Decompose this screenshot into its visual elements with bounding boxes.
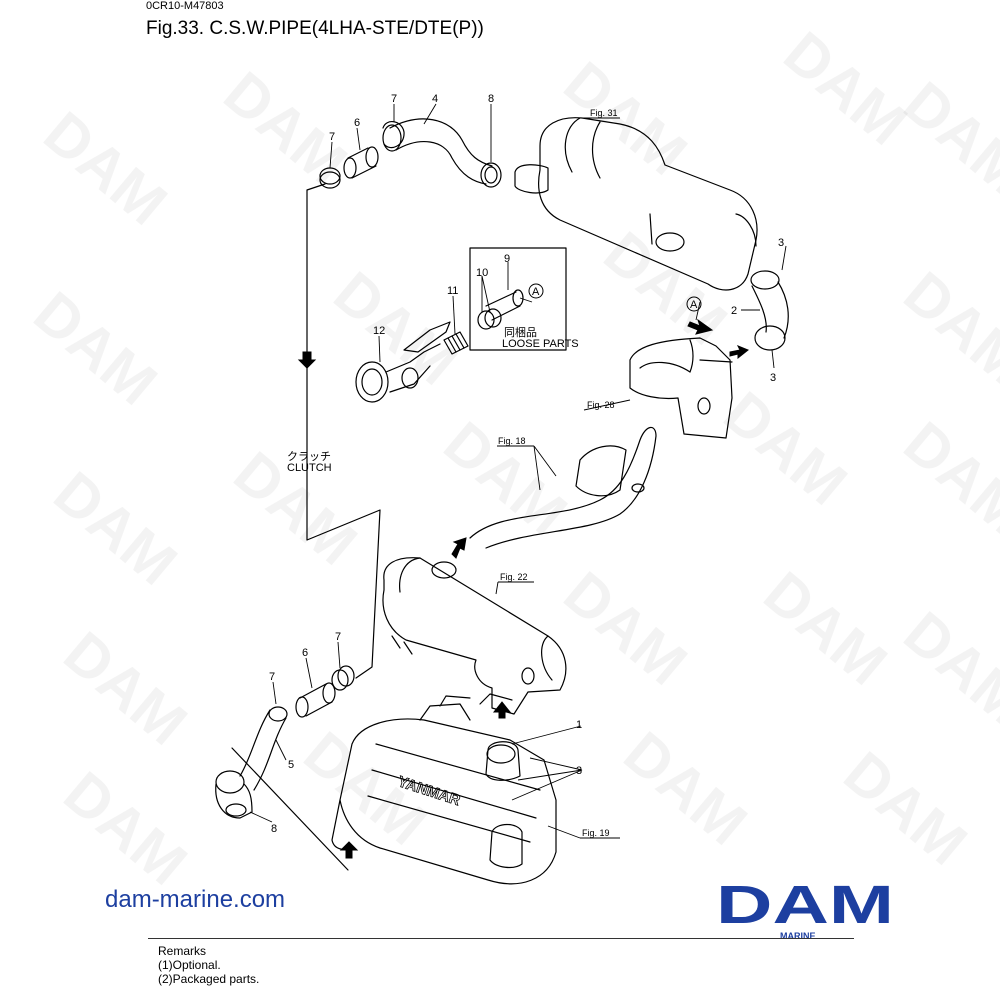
watermark-pattern: DAM DAM DAM DAM DAM DAM DAM DAM DAM DAM … [22,19,1000,898]
elbow-part-2 [750,270,789,351]
watermark: DAM [892,69,1000,208]
clutch-jp-label: クラッチ [287,450,331,463]
watermark: DAM [552,559,700,698]
bottom-routing-line [231,747,349,871]
pipe-6-top [343,146,379,179]
manifold-fig-28 [629,337,733,439]
part-number-1: 1 [576,719,582,731]
flow-arrow [729,345,749,360]
top-hose-part-4 [382,118,502,188]
part-12-strainer [355,321,451,403]
clutch-en-label: CLUTCH [287,462,332,474]
remarks-title: Remarks [158,944,207,958]
part-number-4: 4 [432,93,438,105]
remarks-section: Remarks (1)Optional. (2)Packaged parts. [158,944,259,986]
part-9-pipe [485,289,524,321]
part-10-clamps [477,308,502,330]
pipe-6-bottom [295,682,336,718]
part-number-3: 3 [576,765,582,777]
watermark: DAM [52,619,200,758]
watermark: DAM [712,379,860,518]
part-number-8: 8 [271,823,277,835]
remark-packaged: (2)Packaged parts. [158,972,260,986]
exhaust-pipe-fig-18 [469,426,657,549]
heat-exchanger [514,117,758,291]
watermark: DAM [772,19,920,158]
watermark: DAM [32,99,180,238]
lower-hose-part-5 [215,706,288,819]
clutch-routing-line [306,183,381,679]
watermark: DAM [752,559,900,698]
part-number-3: 3 [778,237,784,249]
outlet-part-1 [486,744,516,764]
fig-ref-28: Fig. 28 [587,400,615,410]
connector-a-label: A [532,286,540,298]
part-number-7: 7 [329,131,335,143]
fig-ref-18: Fig. 18 [498,436,526,446]
watermark: DAM [432,409,580,548]
footer-divider [148,938,854,939]
part-number-7: 7 [391,93,397,105]
watermark: DAM [42,459,190,598]
connector-a-label: A [690,299,698,311]
watermark: DAM [892,259,1000,398]
fig-ref-22: Fig. 22 [500,572,528,582]
part-number-7: 7 [335,631,341,643]
flow-arrow [687,318,714,335]
figure-title: Fig.33. C.S.W.PIPE(4LHA-STE/DTE(P)) [146,18,484,39]
part-number-6: 6 [302,647,308,659]
intercooler-fig-22 [382,557,567,715]
fig-ref-19: Fig. 19 [582,828,610,838]
logo-sub-text: MARINE [780,931,816,941]
watermark: DAM [892,599,1000,738]
watermark: DAM [22,279,170,418]
part-number-10: 10 [476,267,488,279]
watermark: DAM [832,739,980,878]
document-id: 0CR10-M47803 [146,0,224,12]
watermark: DAM [892,409,1000,548]
part-11-nipple [443,331,469,355]
remark-optional: (1)Optional. [158,958,221,972]
engine-fig-19 [331,693,557,885]
watermark: DAM [612,719,760,858]
watermark: DAM [52,759,200,898]
logo-main-text: DAM [716,877,894,935]
clamp-7 [382,121,405,149]
part-number-8: 8 [488,93,494,105]
part-number-6: 6 [354,117,360,129]
flow-arrow [451,537,467,559]
part-number-2: 2 [731,305,737,317]
part-number-3: 3 [770,372,776,384]
loose-parts-en-label: LOOSE PARTS [502,338,579,350]
fig-ref-31: Fig. 31 [590,108,618,118]
watermark: DAM [212,59,360,198]
part-number-12: 12 [373,325,385,337]
loose-parts-jp-label: 同梱品 [504,325,537,339]
flow-arrow [339,841,359,859]
flow-arrow [297,351,317,369]
clamp-7-bottom [331,665,355,691]
dam-marine-logo: DAM MARINE [716,877,894,941]
loose-parts-box [469,247,567,351]
website-link[interactable]: dam-marine.com [105,886,286,913]
part-number-11: 11 [447,285,458,297]
part-number-7: 7 [269,671,275,683]
part-number-9: 9 [504,253,510,265]
part-number-5: 5 [288,759,294,771]
flow-arrow [492,701,512,719]
